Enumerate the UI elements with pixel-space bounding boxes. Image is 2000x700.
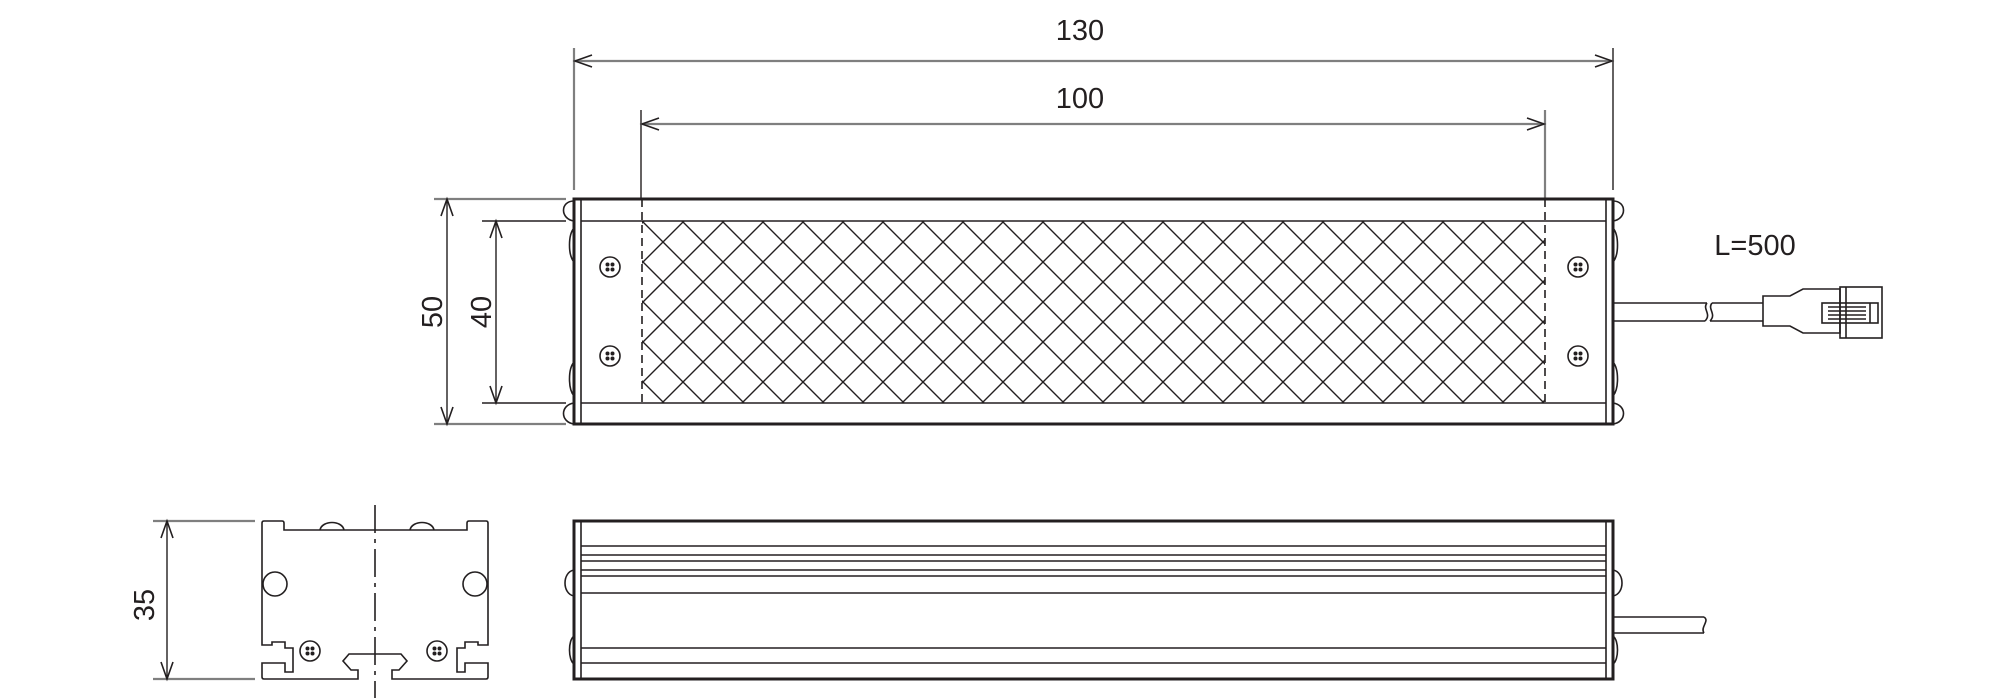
side-hole-icon [262,571,288,597]
emitting-length-label: 100 [1056,83,1104,115]
top-bump [319,521,345,531]
end-cap-bump [562,200,575,222]
top-bump [409,521,435,531]
cable-break-icon [1709,302,1714,322]
fin-lines [581,545,1606,664]
end-view: 35 [129,505,489,698]
screw-icon [299,640,321,662]
cable-break-icon [1702,616,1707,634]
overall-width-label: 50 [417,296,449,328]
arrow-right-icon [1526,117,1547,131]
overall-length-label: 130 [1056,15,1104,47]
cable [1613,302,1763,322]
cable-length-label: L=500 [1714,230,1795,262]
side-view [564,519,1707,681]
screw-icon [1567,345,1589,367]
side-hole-icon [462,571,488,597]
arrow-left-icon [639,117,660,131]
arrow-up-icon [160,518,174,539]
emitting-width-label: 40 [466,296,498,328]
dimension-emitting-length: 100 [639,83,1547,200]
end-cap-bump [562,402,575,425]
diffuser-mesh [642,221,1545,403]
top-view: L=500 [562,197,1883,426]
end-cap-bump [1612,200,1625,222]
screw-icon [599,256,621,278]
arrow-down-icon [440,406,454,427]
housing-outline [572,197,1615,426]
arrow-up-icon [489,218,503,239]
arrow-up-icon [440,196,454,217]
side-bump [564,569,575,597]
dimension-overall-length: 130 [572,15,1615,190]
arrow-down-icon [489,385,503,406]
height-label: 35 [129,589,161,621]
arrow-left-icon [572,54,593,68]
dimension-overall-width: 50 [417,196,566,427]
cable-break-icon [1704,302,1709,322]
arrow-right-icon [1594,54,1615,68]
end-cap-bump [1612,402,1625,425]
screw-icon [1567,256,1589,278]
side-bump [1612,569,1623,597]
screw-icon [599,345,621,367]
profile-outline [261,520,489,680]
cable [1613,616,1707,634]
housing-outline [572,519,1615,681]
screw-icon [426,640,448,662]
connector-latch-icon [1821,302,1879,324]
connector [1762,286,1883,339]
dimension-emitting-width: 40 [466,218,566,406]
arrow-down-icon [160,661,174,682]
